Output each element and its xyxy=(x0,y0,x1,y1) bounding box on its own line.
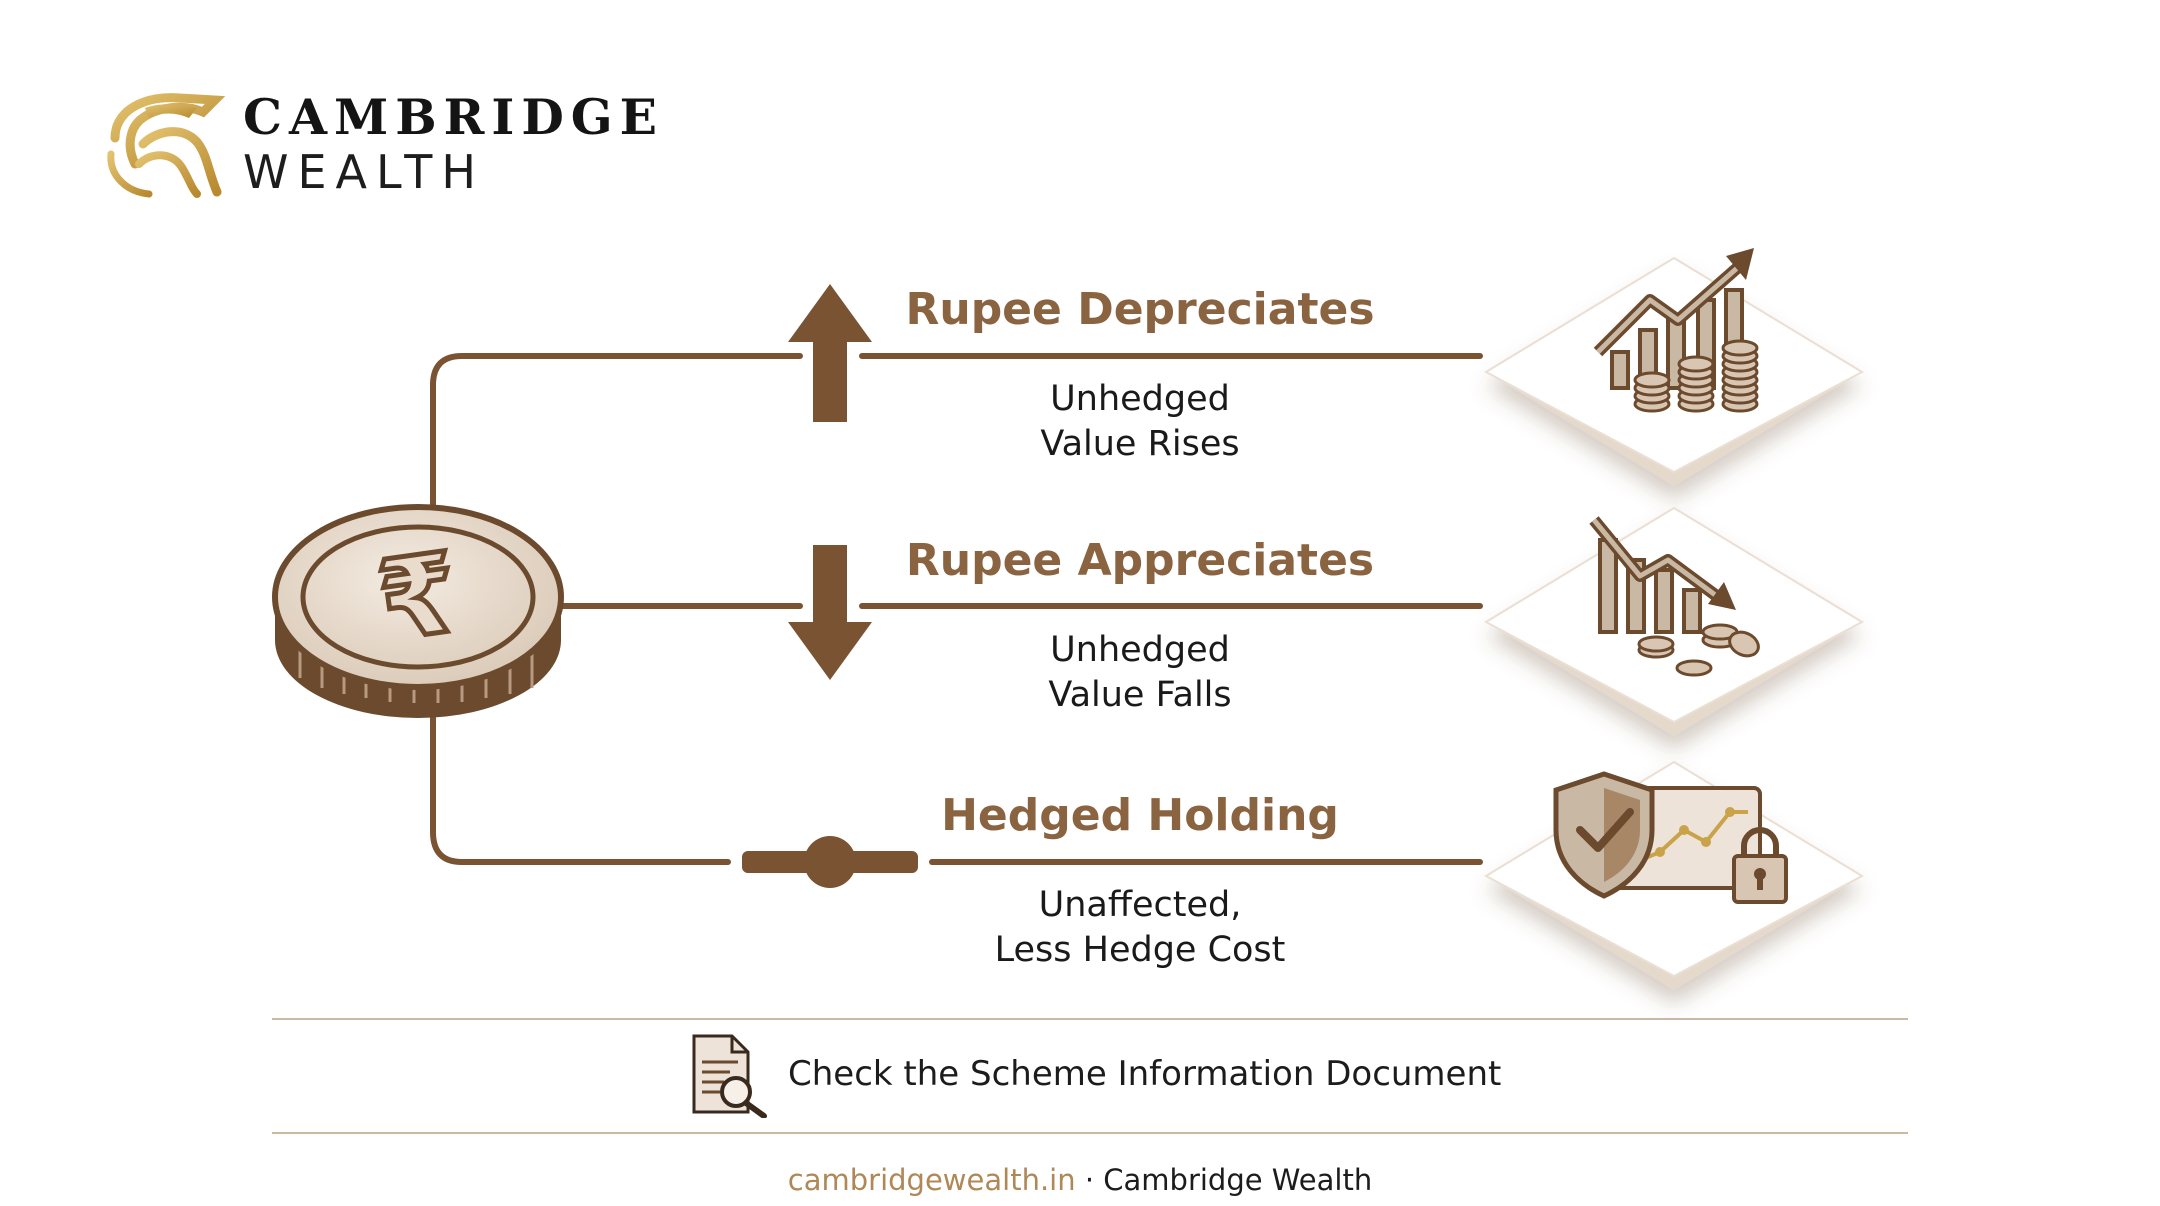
note-divider-bottom xyxy=(272,1132,1908,1134)
branch-title-depreciates: Rupee Depreciates xyxy=(905,284,1375,335)
connector-top xyxy=(430,353,803,509)
branch-desc-line2: Less Hedge Cost xyxy=(994,930,1286,970)
rising-chart-coins-icon xyxy=(1483,248,1865,486)
footer: cambridgewealth.in · Cambridge Wealth xyxy=(0,1163,2160,1197)
rupee-coin-icon: ₹ xyxy=(272,504,564,718)
shield-lock-chart-icon xyxy=(1483,760,1865,990)
branch-desc-line2: Value Falls xyxy=(1048,675,1232,715)
footer-separator: · xyxy=(1075,1163,1104,1197)
lever-neutral-icon xyxy=(742,836,918,888)
arrow-up-icon xyxy=(788,284,872,422)
branch-desc-line1: Unaffected, xyxy=(1038,885,1242,925)
note-divider-top xyxy=(272,1018,1908,1020)
branch-desc-appreciates: Unhedged Value Falls xyxy=(840,628,1440,718)
branch-title-hedged: Hedged Holding xyxy=(941,790,1339,841)
footer-site-link[interactable]: cambridgewealth.in xyxy=(787,1163,1076,1197)
footer-brand-name: Cambridge Wealth xyxy=(1103,1163,1373,1197)
branch-desc-line2: Value Rises xyxy=(1040,424,1240,464)
svg-text:₹: ₹ xyxy=(371,528,465,665)
connector-bottom xyxy=(430,697,731,865)
branch-title-appreciates: Rupee Appreciates xyxy=(905,535,1375,586)
connector-lines xyxy=(430,353,1483,865)
brand-name-line2: WEALTH xyxy=(243,145,485,199)
document-search-icon xyxy=(692,1034,767,1118)
note-text: Check the Scheme Information Document xyxy=(788,1054,1502,1094)
branch-desc-line1: Unhedged xyxy=(1050,630,1230,670)
branch-desc-line1: Unhedged xyxy=(1050,379,1230,419)
branch-desc-depreciates: Unhedged Value Rises xyxy=(840,377,1440,467)
falling-chart-coins-icon xyxy=(1483,506,1865,736)
stylized-lion-head-icon xyxy=(107,93,225,198)
arrow-down-icon xyxy=(788,545,872,680)
branch-desc-hedged: Unaffected, Less Hedge Cost xyxy=(840,883,1440,973)
brand-name-line1: CAMBRIDGE xyxy=(243,88,665,146)
